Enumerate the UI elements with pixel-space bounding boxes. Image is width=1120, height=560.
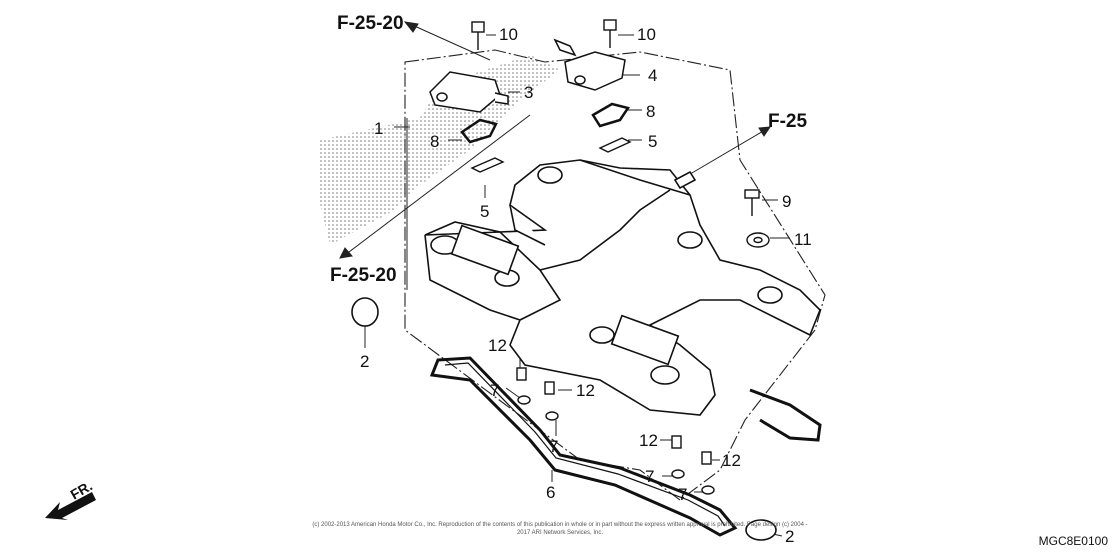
bolt-9-and-washer-11 bbox=[744, 189, 770, 248]
callout-11[interactable]: 11 bbox=[794, 230, 812, 249]
breather-seals bbox=[460, 102, 631, 144]
diagram-code: MGC8E0100 bbox=[1038, 534, 1108, 548]
callout-6[interactable]: 6 bbox=[546, 483, 556, 502]
callout-8a[interactable]: 8 bbox=[430, 132, 440, 151]
callout-2b[interactable]: 2 bbox=[785, 527, 795, 546]
callout-9[interactable]: 9 bbox=[782, 192, 792, 211]
ref-f-25-20-top[interactable]: F-25-20 bbox=[337, 13, 404, 34]
callout-12b[interactable]: 12 bbox=[576, 381, 595, 400]
callout-1[interactable]: 1 bbox=[374, 119, 384, 138]
head-cover-gasket-right bbox=[749, 388, 822, 442]
head-cover-gasket bbox=[429, 356, 738, 537]
callout-10a[interactable]: 10 bbox=[499, 25, 518, 44]
grommets bbox=[351, 297, 777, 541]
callout-5a[interactable]: 5 bbox=[648, 132, 658, 151]
callout-7a[interactable]: 7 bbox=[490, 381, 500, 400]
callout-7d[interactable]: 7 bbox=[678, 485, 688, 504]
separator-plates bbox=[470, 137, 632, 173]
callout-12a[interactable]: 12 bbox=[488, 336, 507, 355]
breather-cover-left bbox=[429, 71, 509, 113]
ref-f-25-20-left[interactable]: F-25-20 bbox=[330, 265, 397, 286]
ref-f-25[interactable]: F-25 bbox=[768, 111, 808, 132]
callout-5b[interactable]: 5 bbox=[480, 202, 490, 221]
breather-cover-right bbox=[553, 38, 626, 91]
callout-7b[interactable]: 7 bbox=[549, 437, 559, 456]
callout-12c[interactable]: 12 bbox=[639, 431, 658, 450]
bolts-10 bbox=[471, 19, 617, 50]
callout-10b[interactable]: 10 bbox=[637, 25, 656, 44]
callout-7c[interactable]: 7 bbox=[645, 467, 655, 486]
front-arrow-icon bbox=[45, 492, 96, 520]
callout-2a[interactable]: 2 bbox=[360, 352, 370, 371]
seals-and-collars bbox=[516, 367, 715, 495]
callout-12d[interactable]: 12 bbox=[722, 451, 741, 470]
cylinder-head-cover bbox=[424, 159, 821, 416]
copyright-notice: (c) 2002-2013 American Honda Motor Co., … bbox=[312, 522, 808, 536]
callout-4[interactable]: 4 bbox=[648, 66, 658, 85]
callout-8b[interactable]: 8 bbox=[646, 102, 656, 121]
callout-3[interactable]: 3 bbox=[524, 83, 534, 102]
